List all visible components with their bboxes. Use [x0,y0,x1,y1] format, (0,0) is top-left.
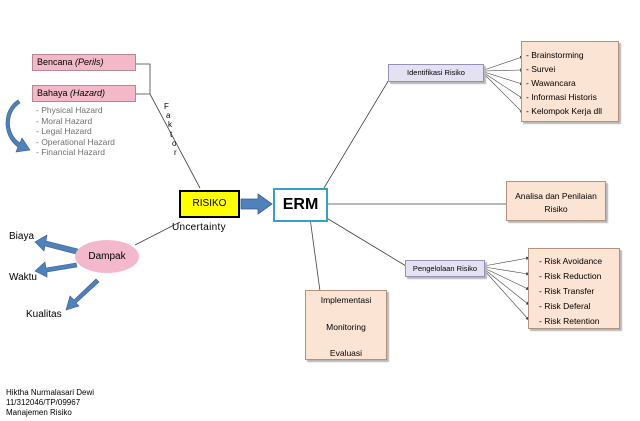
risiko-box: RISIKO [179,190,240,218]
analisa-box: Analisa dan Penilaian Risiko [506,181,606,221]
bahaya-label: Bahaya [37,88,68,98]
identifikasi-item: - Wawancara [526,78,576,88]
identifikasi-fan [483,55,524,114]
pengelolaan-box: Pengelolaan Risiko [405,260,485,277]
faktor-letter: k [168,120,172,129]
faktor-line [149,93,201,189]
implementasi-label: Implementasi [320,295,372,305]
outcome-biaya: Biaya [9,231,35,242]
outcome-kualitas: Kualitas [26,309,62,320]
hazard-item: - Moral Hazard [36,115,93,126]
pengelolaan-list-box: - Risk Avoidance - Risk Reduction - Risk… [528,248,620,329]
evaluasi-label: Evaluasi [329,348,363,358]
erm-box: ERM [273,188,328,222]
identifikasi-item: - Informasi Historis [526,92,597,102]
pengelolaan-label: Pengelolaan Risiko [412,264,478,273]
risiko-label: RISIKO [192,198,227,209]
pengelolaan-item: - Risk Deferal [539,301,591,311]
author-name: Hiktha Nurmalasari Dewi [6,388,95,397]
erm-pengelolaan-line [319,213,407,267]
pengelolaan-fan [483,256,530,321]
analisa-label: Analisa dan Penilaian Risiko [515,191,597,214]
bahaya-box: Bahaya (Hazard) [32,85,136,102]
monitoring-label: Monitoring [326,322,366,332]
hazard-item: - Legal Hazard [36,126,92,136]
identifikasi-label: Identifikasi Risiko [407,68,465,77]
faktor-letter: F [164,102,169,111]
pengelolaan-item: - Risk Avoidance [539,256,603,266]
arrow-kualitas [65,278,100,311]
pengelolaan-item: - Risk Reduction [539,271,602,281]
implementasi-box: Implementasi Monitoring Evaluasi [305,290,387,360]
identifikasi-box: Identifikasi Risiko [388,64,484,82]
author-block: Hiktha Nurmalasari Dewi 11/312046/TP/099… [6,388,94,418]
hazard-item: - Operational Hazard [36,136,115,147]
hazard-item: - Financial Hazard [36,147,105,157]
erm-identifikasi-line [317,77,391,199]
faktor-letter: a [166,111,171,120]
arrow-biaya [34,234,79,255]
author-id: 11/312046/TP/09967 [6,398,81,407]
pengelolaan-item: - Risk Retention [539,316,600,326]
factors-bracket [136,63,151,95]
identifikasi-list-box: - Brainstorming - Survei - Wawancara - I… [521,41,619,122]
dampak-label: Dampak [88,251,126,262]
bencana-label: Bencana [37,57,73,67]
bahaya-term: (Hazard) [70,88,106,98]
erm-implementasi-line [309,217,321,292]
bencana-box: Bencana (Perils) [32,54,136,71]
faktor-letter: o [172,139,177,148]
erm-label: ERM [282,196,319,213]
identifikasi-item: - Kelompok Kerja dll [526,106,603,116]
hazard-item: - Physical Hazard [36,105,103,115]
bencana-term: (Perils) [75,57,104,67]
hazard-list: - Physical Hazard - Moral Hazard - Legal… [36,105,115,158]
arrow-waktu [34,261,78,278]
curved-arrow [5,99,31,153]
risiko-to-erm-arrow [240,193,273,215]
identifikasi-item: - Survei [526,64,556,74]
course-name: Manajemen Risiko [6,408,72,417]
uncertainty-label: Uncertainty [172,222,226,233]
dampak-ellipse: Dampak [75,240,139,273]
pengelolaan-item: - Risk Transfer [539,286,595,296]
outcome-waktu: Waktu [9,272,37,283]
faktor-letter: t [170,130,173,139]
risiko-dampak-line [134,221,181,246]
faktor-letter: r [174,148,177,157]
identifikasi-item: - Brainstorming [526,50,584,60]
